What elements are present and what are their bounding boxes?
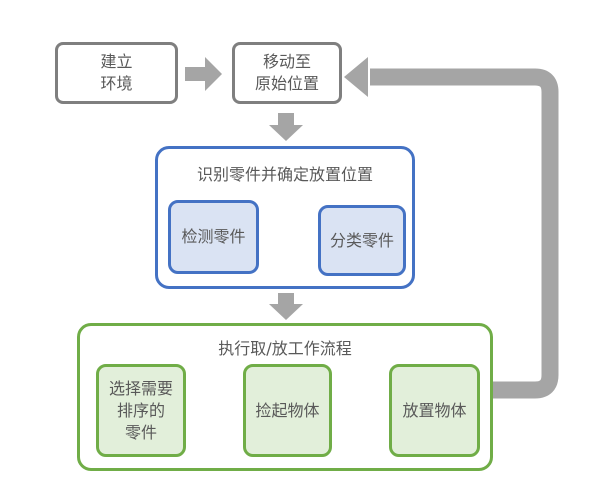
- step-select-label: 选择需要 排序的 零件: [108, 378, 173, 442]
- step-place-label: 放置物体: [402, 400, 467, 420]
- step-detect-parts: 检测零件: [168, 200, 259, 274]
- loop-back-arrow: [370, 68, 559, 399]
- step-move-home-label: 移动至 原始位置: [254, 52, 319, 93]
- arrow-recognize-to-pickplace: [269, 293, 303, 320]
- step-place-object: 放置物体: [389, 364, 480, 457]
- step-pick-label: 捡起物体: [255, 400, 320, 420]
- group-pick-place-title: 执行取/放工作流程: [218, 339, 352, 358]
- arrow-move-home-to-recognize: [269, 113, 303, 141]
- loop-back-arrowhead: [344, 57, 368, 97]
- arrow-setup-to-move-home: [185, 57, 222, 91]
- group-recognize-title: 识别零件并确定放置位置: [196, 165, 373, 184]
- step-pick-object: 捡起物体: [243, 364, 332, 457]
- step-classify-label: 分类零件: [329, 230, 394, 250]
- step-classify-parts: 分类零件: [318, 205, 406, 276]
- step-select-parts: 选择需要 排序的 零件: [96, 364, 186, 457]
- step-move-home: 移动至 原始位置: [232, 42, 342, 104]
- step-detect-label: 检测零件: [181, 227, 246, 246]
- step-setup-environment: 建立 环境: [55, 42, 178, 104]
- step-setup-label: 建立 环境: [100, 52, 133, 93]
